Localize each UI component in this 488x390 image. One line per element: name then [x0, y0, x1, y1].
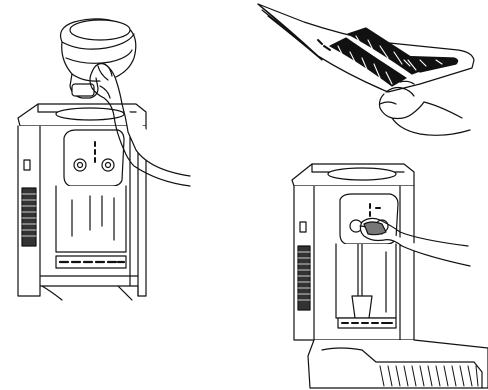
bottle-install-illustration: [18, 19, 190, 300]
manual-reading-illustration: [258, 4, 474, 135]
dispenser-right: [292, 164, 488, 388]
instruction-manual: [258, 4, 474, 92]
dispenser-left: [18, 104, 146, 300]
dispensing-water-illustration: [292, 164, 488, 388]
water-bottle: [61, 19, 136, 98]
